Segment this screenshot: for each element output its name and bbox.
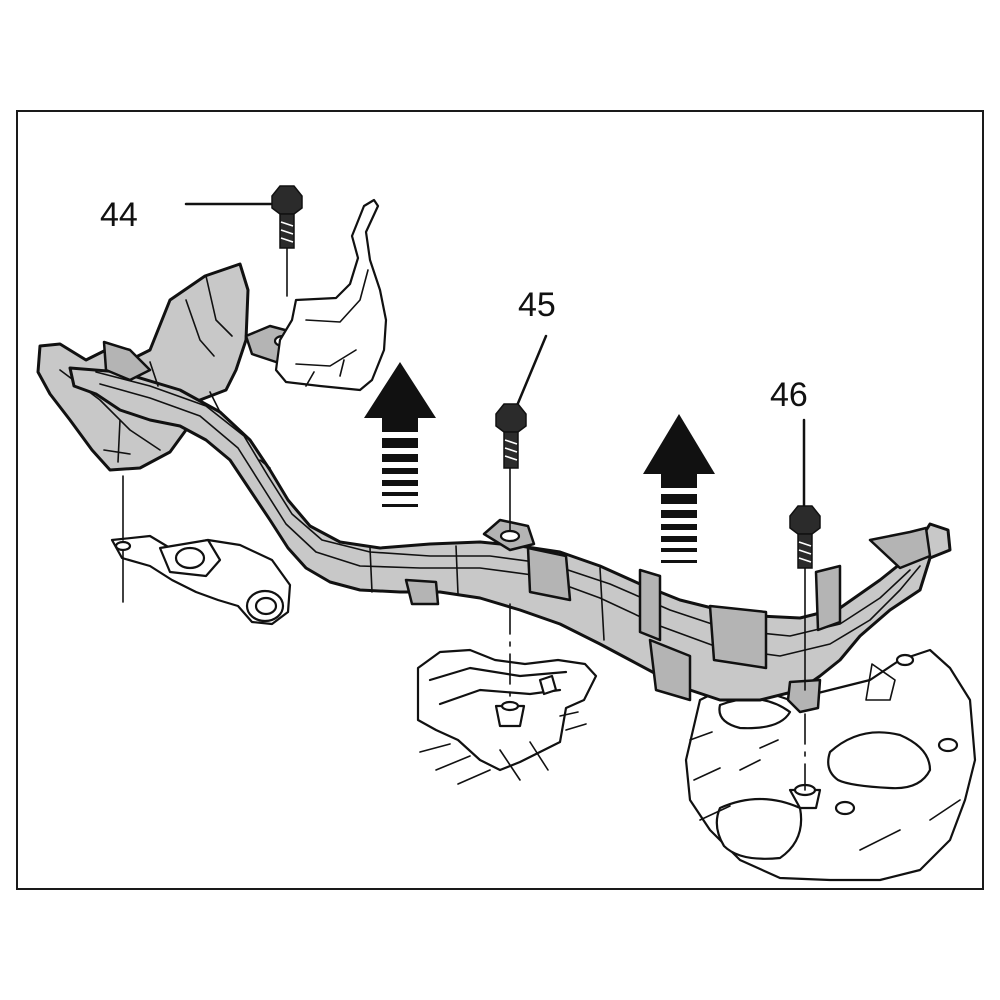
callout-44: 44: [100, 196, 138, 234]
leader-lines: [122, 202, 806, 791]
engine-block-outline: [110, 534, 977, 882]
bolt-46: [789, 505, 821, 569]
bolt-45: [495, 403, 527, 469]
removal-direction-arrow-up-icon: [364, 362, 436, 507]
callout-46: 46: [770, 376, 808, 414]
harness-bracket: [36, 262, 952, 714]
upper-shield: [274, 198, 388, 392]
bolt-44: [271, 185, 303, 249]
removal-direction-arrow-up-icon: [643, 414, 715, 563]
callout-45: 45: [518, 286, 556, 324]
leader-line-45: [514, 334, 548, 410]
